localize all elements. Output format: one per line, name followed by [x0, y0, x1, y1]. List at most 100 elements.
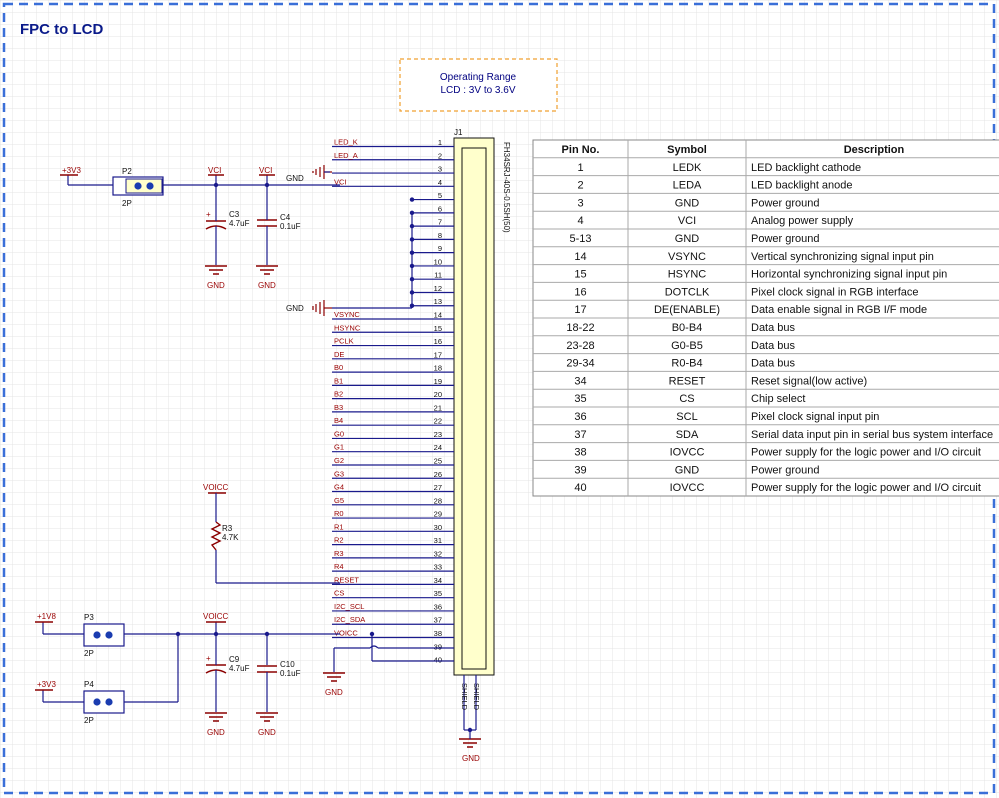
net-label: PCLK: [334, 337, 354, 346]
table-cell: 37: [574, 429, 586, 441]
c4-ref: C4: [280, 213, 291, 222]
table-cell: Pixel clock signal input pin: [751, 411, 879, 423]
table-cell: DE(ENABLE): [654, 304, 720, 316]
vci-section: +3V3 P2 2P VCI VCI + C3 4.7uF: [60, 166, 340, 290]
pin-number: 12: [434, 284, 442, 293]
net-label: G0: [334, 429, 344, 438]
pin-number: 17: [434, 350, 442, 359]
gnd-symbol-pin13: [312, 300, 332, 316]
pin-number: 10: [434, 257, 442, 266]
net-label: R4: [334, 562, 344, 571]
pin-number: 18: [434, 364, 442, 373]
gnd-label-shield: GND: [462, 754, 480, 763]
r3-ref: R3: [222, 524, 233, 533]
pin-number: 4: [438, 178, 442, 187]
table-cell: RESET: [669, 375, 706, 387]
c9-value: 4.7uF: [229, 664, 250, 673]
net-label: G1: [334, 443, 344, 452]
pin-number: 1: [438, 138, 442, 147]
c3-ref: C3: [229, 210, 240, 219]
table-cell: Data enable signal in RGB I/F mode: [751, 304, 927, 316]
bus-junction: [409, 303, 415, 308]
pin-number: 40: [434, 656, 442, 665]
net-label: B4: [334, 416, 343, 425]
bus-junction: [409, 210, 415, 216]
table-cell: 1: [577, 162, 583, 174]
table-cell: 36: [574, 411, 586, 423]
net-label: R3: [334, 549, 344, 558]
header-p3: [83, 623, 125, 647]
table-cell: 15: [574, 269, 586, 281]
pin-number: 14: [434, 311, 442, 320]
net-label: G2: [334, 456, 344, 465]
table-cell: Power supply for the logic power and I/O…: [751, 447, 981, 459]
table-cell: SDA: [676, 429, 699, 441]
net-label: DE: [334, 350, 344, 359]
connector-pins: 1LED_K2LED_A34VCI567891011121314VSYNC15H…: [332, 138, 454, 665]
table-cell: LEDK: [673, 162, 702, 174]
pin-number: 38: [434, 629, 442, 638]
table-cell: G0-B5: [671, 340, 703, 352]
pin-number: 6: [438, 204, 442, 213]
pin-number: 5: [438, 191, 442, 200]
table-cell: 14: [574, 251, 586, 263]
table-cell: Data bus: [751, 340, 796, 352]
gnd-label-pin3: GND: [286, 174, 304, 183]
net-label: R1: [334, 522, 344, 531]
pin-number: 32: [434, 549, 442, 558]
c4-value: 0.1uF: [280, 222, 301, 231]
pin-number: 23: [434, 430, 442, 439]
pin-number: 8: [438, 231, 442, 240]
table-cell: 18-22: [566, 322, 594, 334]
table-cell: Pixel clock signal in RGB interface: [751, 286, 919, 298]
p2-ref: P2: [122, 167, 132, 176]
pin-number: 34: [434, 576, 442, 585]
r3-value: 4.7K: [222, 533, 239, 542]
capacitor-c3: [205, 213, 227, 233]
net-label: VCI: [334, 177, 347, 186]
table-cell: HSYNC: [668, 269, 707, 281]
gnd-label-c10: GND: [258, 728, 276, 737]
table-cell: LED backlight anode: [751, 180, 853, 192]
pin-number: 11: [434, 271, 442, 280]
p4-ref: P4: [84, 680, 94, 689]
table-cell: 2: [577, 180, 583, 192]
table-cell: GND: [675, 233, 700, 245]
shield-label-right: SHIELD: [472, 683, 481, 711]
net-label: B1: [334, 376, 343, 385]
pin-number: 35: [434, 589, 442, 598]
net-label: HSYNC: [334, 323, 361, 332]
pin-number: 15: [434, 324, 442, 333]
pin-number: 28: [434, 496, 442, 505]
voicc-section: +1V8 P3 2P +3V3 P4 2P VOICC + C9: [35, 612, 481, 763]
connector-j1: J1 FH34SRJ-40S-0.5SH(50) 1LED_K2LED_A34V…: [332, 128, 511, 733]
table-cell: Analog power supply: [751, 215, 854, 227]
bus-junction: [409, 197, 415, 202]
shield-label-left: SHIELD: [460, 683, 469, 711]
table-cell: Power ground: [751, 197, 820, 209]
gnd-label-c3: GND: [207, 281, 225, 290]
table-header: Symbol: [667, 144, 707, 156]
table-cell: 16: [574, 286, 586, 298]
table-cell: Power supply for the logic power and I/O…: [751, 482, 981, 494]
table-cell: Vertical synchronizing signal input pin: [751, 251, 934, 263]
gnd-label-pin13: GND: [286, 304, 304, 313]
table-cell: DOTCLK: [665, 286, 710, 298]
bus-junction: [409, 223, 415, 229]
pin-number: 3: [438, 165, 442, 174]
vci-label-2: VCI: [259, 166, 272, 175]
pin-number: 22: [434, 417, 442, 426]
resistor-r3: [210, 521, 222, 551]
gnd-symbol-pin3: [312, 165, 332, 179]
header-p2: [112, 176, 164, 196]
note-line-2: LCD : 3V to 3.6V: [440, 85, 515, 96]
table-cell: 29-34: [566, 358, 594, 370]
table-cell: 3: [577, 197, 583, 209]
pin-number: 19: [434, 377, 442, 386]
c10-value: 0.1uF: [280, 669, 301, 678]
reset-section: VOICC R3 4.7K: [203, 483, 340, 584]
sheet-title: FPC to LCD: [20, 21, 103, 38]
voicc-c-label: VOICC: [203, 612, 229, 621]
note-line-1: Operating Range: [440, 72, 517, 83]
